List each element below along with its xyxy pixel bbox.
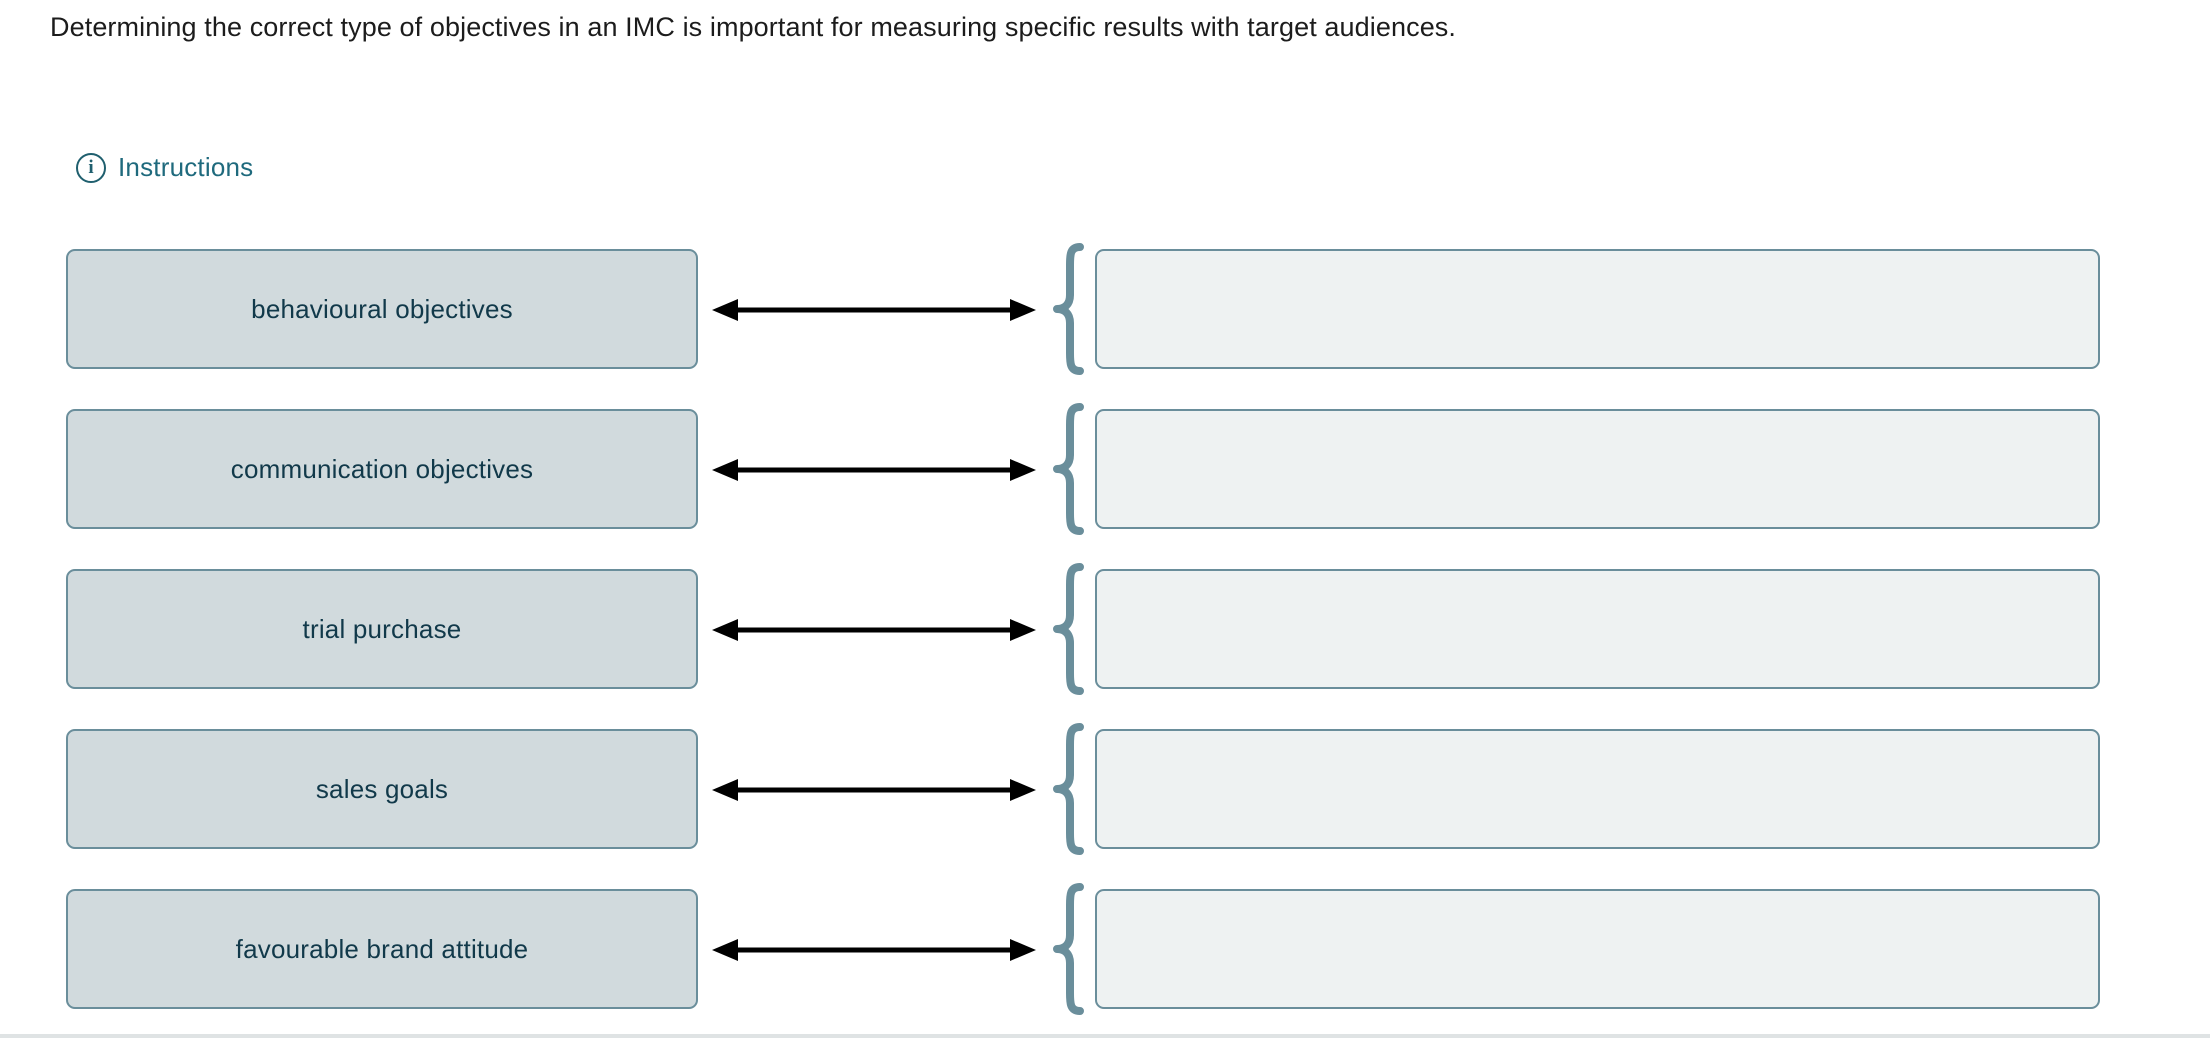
source-tile[interactable]: communication objectives bbox=[66, 409, 698, 529]
drop-zone[interactable] bbox=[1095, 729, 2100, 849]
double-headed-arrow-icon bbox=[712, 299, 1036, 321]
drop-zone[interactable] bbox=[1095, 569, 2100, 689]
curly-brace-icon bbox=[1052, 563, 1086, 695]
matching-exercise: behavioural objectives communication obje… bbox=[0, 243, 2210, 1049]
match-row: trial purchase bbox=[0, 563, 2210, 729]
curly-brace-icon bbox=[1052, 403, 1086, 535]
instructions-label: Instructions bbox=[118, 152, 254, 182]
curly-brace-icon bbox=[1052, 243, 1086, 375]
source-tile-label: sales goals bbox=[315, 773, 449, 804]
info-circle-icon: i bbox=[76, 152, 106, 183]
curly-brace-icon bbox=[1052, 723, 1086, 855]
drop-zone[interactable] bbox=[1095, 249, 2100, 369]
footer-divider bbox=[0, 1034, 2210, 1038]
source-tile-label: favourable brand attitude bbox=[235, 933, 529, 964]
source-tile-label: behavioural objectives bbox=[251, 293, 513, 324]
double-headed-arrow-icon bbox=[712, 619, 1036, 641]
match-row: favourable brand attitude bbox=[0, 883, 2210, 1049]
question-stem: Determining the correct type of objectiv… bbox=[50, 12, 1457, 42]
match-row: behavioural objectives bbox=[0, 243, 2210, 409]
source-tile[interactable]: sales goals bbox=[66, 729, 698, 849]
source-tile[interactable]: trial purchase bbox=[66, 569, 698, 689]
double-headed-arrow-icon bbox=[712, 939, 1036, 961]
drop-zone[interactable] bbox=[1095, 409, 2100, 529]
source-tile-label: trial purchase bbox=[302, 613, 462, 644]
source-tile[interactable]: favourable brand attitude bbox=[66, 889, 698, 1009]
instructions-link[interactable]: i Instructions bbox=[76, 152, 253, 183]
double-headed-arrow-icon bbox=[712, 779, 1036, 801]
double-headed-arrow-icon bbox=[712, 459, 1036, 481]
match-row: communication objectives bbox=[0, 403, 2210, 569]
match-row: sales goals bbox=[0, 723, 2210, 889]
source-tile[interactable]: behavioural objectives bbox=[66, 249, 698, 369]
source-tile-label: communication objectives bbox=[230, 453, 534, 484]
curly-brace-icon bbox=[1052, 883, 1086, 1015]
drop-zone[interactable] bbox=[1095, 889, 2100, 1009]
